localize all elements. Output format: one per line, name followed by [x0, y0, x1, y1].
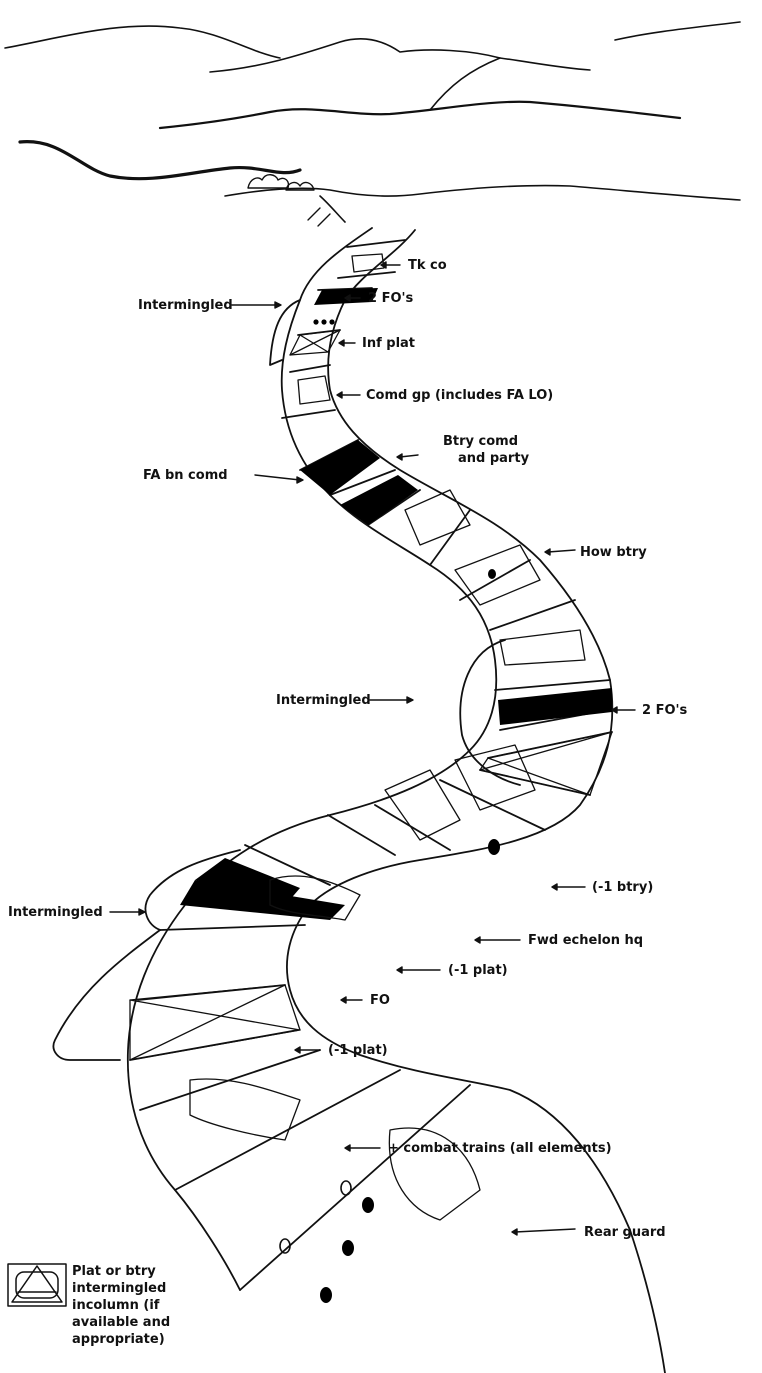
horizon-ridge	[20, 102, 740, 222]
label-btry-comd: Btry comd	[443, 434, 518, 449]
label-tk-co: Tk co	[408, 258, 447, 273]
label-how-btry: How btry	[580, 545, 647, 560]
label-comd-gp: Comd gp (includes FA LO)	[366, 388, 553, 403]
legend-line-4: available and	[72, 1315, 170, 1330]
plat-or-btry-intermingled-icon	[8, 1264, 66, 1306]
road-edge-marks	[308, 208, 330, 226]
label-rear-guard: Rear guard	[584, 1225, 666, 1240]
legend-line-5: appropriate)	[72, 1332, 165, 1347]
legend-line-3: incolumn (if	[72, 1298, 160, 1313]
label-fwd-echelon-hq: Fwd echelon hq	[528, 933, 643, 948]
label-2-fos-top: 2 FO's	[368, 291, 413, 306]
legend-line-1: Plat or btry	[72, 1264, 156, 1279]
label-fo: FO	[370, 993, 390, 1008]
black-bands	[180, 288, 612, 920]
legend: Plat or btry intermingled incolumn (if a…	[8, 1264, 170, 1347]
label-intermingled-low: Intermingled	[8, 905, 103, 920]
label-and-party: and party	[458, 451, 530, 466]
label-minus-1-plat-a: (-1 plat)	[448, 963, 508, 978]
label-inf-plat: Inf plat	[362, 336, 415, 351]
label-intermingled-mid: Intermingled	[276, 693, 371, 708]
label-2-fos-mid: 2 FO's	[642, 703, 687, 718]
label-fa-bn-comd: FA bn comd	[143, 468, 228, 483]
label-minus-1-btry: (-1 btry)	[592, 880, 653, 895]
label-intermingled-top: Intermingled	[138, 298, 233, 313]
intermingled-brackets	[53, 300, 520, 1060]
crossed-sections	[130, 330, 612, 1060]
legend-line-2: intermingled	[72, 1281, 166, 1296]
label-minus-1-plat-b: (-1 plat)	[328, 1043, 388, 1058]
mountain-ridges	[5, 22, 740, 110]
open-dots	[280, 1181, 351, 1253]
label-combat-trains: + combat trains (all elements)	[388, 1141, 612, 1156]
